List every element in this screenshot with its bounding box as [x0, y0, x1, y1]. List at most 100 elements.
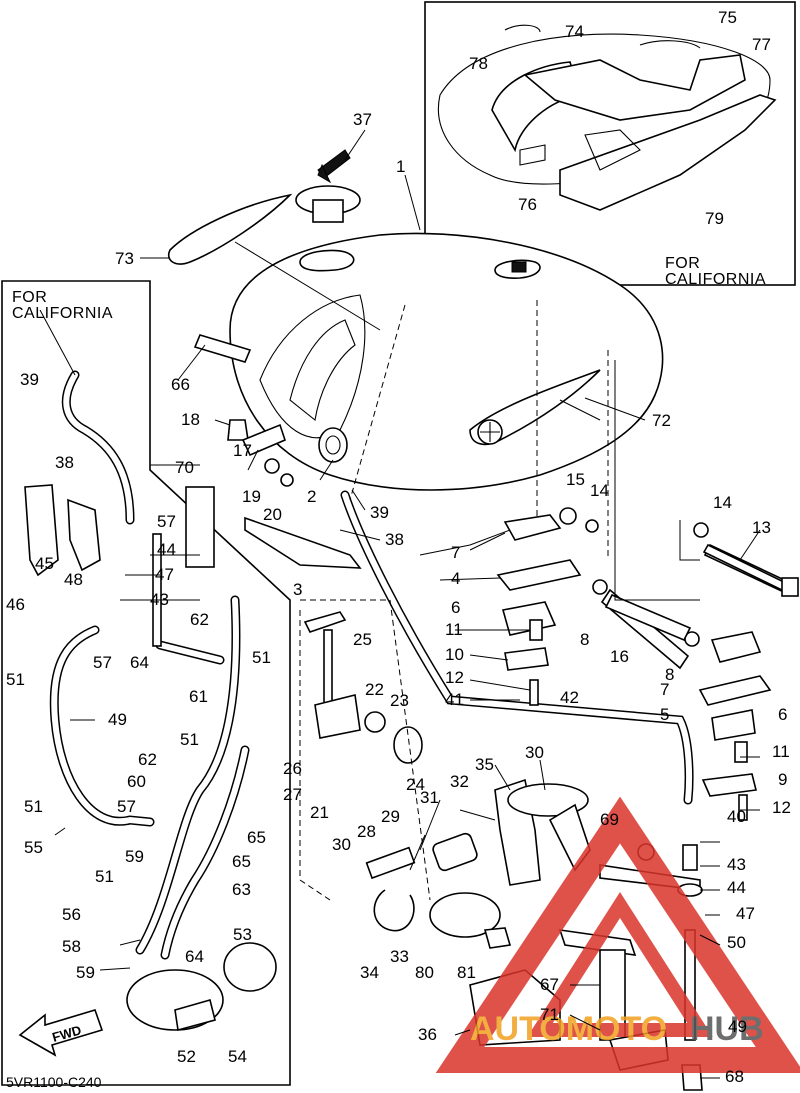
callout-30: 30 [332, 835, 351, 854]
callout-51: 51 [180, 730, 199, 749]
callout-17: 17 [233, 441, 252, 460]
callout-55: 55 [24, 838, 43, 857]
callout-16: 16 [610, 647, 629, 666]
callout-50: 50 [727, 933, 746, 952]
callout-75: 75 [718, 8, 737, 27]
callout-14: 14 [590, 481, 609, 500]
caption-line1: FOR [665, 255, 700, 272]
callout-14: 14 [713, 493, 732, 512]
gauge-ring [318, 427, 348, 463]
callout-13: 13 [752, 518, 771, 537]
callout-46: 46 [6, 595, 25, 614]
callout-44: 44 [727, 878, 746, 897]
callout-58: 58 [62, 937, 81, 956]
callout-47: 47 [155, 565, 174, 584]
callout-37: 37 [353, 110, 372, 129]
callout-65: 65 [232, 852, 251, 871]
callout-67: 67 [540, 975, 559, 994]
callout-15: 15 [566, 470, 585, 489]
california-inset-left: FOR CALIFORNIA [1, 280, 291, 1086]
callout-3: 3 [293, 580, 302, 599]
callout-35: 35 [475, 755, 494, 774]
callout-27: 27 [283, 785, 302, 804]
callout-80: 80 [415, 963, 434, 982]
overflow-hose-38 [340, 490, 694, 805]
callout-21: 21 [310, 803, 329, 822]
callout-72: 72 [652, 411, 671, 430]
callout-38: 38 [55, 453, 74, 472]
callout-31: 31 [420, 788, 439, 807]
callout-8: 8 [580, 630, 589, 649]
tank-emblem [469, 369, 601, 446]
callout-6: 6 [451, 598, 460, 617]
callout-8: 8 [665, 665, 674, 684]
callout-11: 11 [445, 620, 463, 639]
callout-20: 20 [263, 505, 282, 524]
callout-22: 22 [365, 680, 384, 699]
callout-45: 45 [35, 554, 54, 573]
callout-52: 52 [177, 1047, 196, 1066]
callout-labels: 1 2 3 4 5 6 6 7 7 8 8 9 10 11 11 12 12 1… [6, 8, 791, 1086]
rear-mount-brackets [600, 522, 797, 821]
callout-51: 51 [252, 648, 271, 667]
callout-65: 65 [247, 828, 266, 847]
caption-line1: FOR [12, 289, 47, 306]
callout-18: 18 [181, 410, 200, 429]
callout-38: 38 [385, 530, 404, 549]
callout-60: 60 [127, 772, 146, 791]
callout-77: 77 [752, 35, 771, 54]
callout-43: 43 [150, 590, 169, 609]
forward-arrow: FWD [18, 1009, 104, 1057]
tank-pad [168, 193, 293, 265]
callout-66: 66 [171, 375, 190, 394]
callout-40: 40 [727, 807, 746, 826]
callout-62: 62 [138, 750, 157, 769]
callout-30: 30 [525, 743, 544, 762]
callout-23: 23 [390, 691, 409, 710]
callout-63: 63 [232, 880, 251, 899]
callout-32: 32 [450, 772, 469, 791]
callout-12: 12 [445, 668, 464, 687]
callout-44: 44 [157, 540, 176, 559]
callout-10: 10 [445, 645, 464, 664]
callout-48: 48 [64, 570, 83, 589]
watermark-logo: AUTOMOTO HUB [435, 796, 800, 1073]
callout-76: 76 [518, 195, 537, 214]
callout-57: 57 [157, 512, 176, 531]
callout-26: 26 [283, 759, 302, 778]
callout-39: 39 [20, 370, 39, 389]
callout-24: 24 [406, 775, 425, 794]
leader-lines [39, 129, 761, 1079]
callout-6: 6 [778, 705, 787, 724]
callout-7: 7 [660, 680, 669, 699]
callout-68: 68 [725, 1067, 744, 1086]
callout-7: 7 [451, 543, 460, 562]
front-mount-brackets [496, 507, 608, 706]
california-hoses [24, 370, 277, 1032]
callout-57: 57 [93, 653, 112, 672]
mount-bolt-and-collar [604, 543, 799, 642]
callout-49: 49 [108, 710, 127, 729]
callout-39: 39 [370, 503, 389, 522]
callout-54: 54 [228, 1047, 247, 1066]
fuel-cock [303, 611, 423, 764]
callout-4: 4 [451, 569, 460, 588]
heat-shield [244, 516, 362, 569]
callout-5: 5 [660, 705, 669, 724]
diagram-code: 5VR1100-C240 [6, 1074, 102, 1090]
callout-69: 69 [600, 810, 619, 829]
callout-59: 59 [76, 963, 95, 982]
callout-57: 57 [117, 797, 136, 816]
callout-28: 28 [357, 822, 376, 841]
callout-19: 19 [242, 487, 261, 506]
callout-34: 34 [360, 963, 379, 982]
rubber-dampers [227, 419, 294, 487]
callout-53: 53 [233, 925, 252, 944]
callout-11: 11 [772, 742, 790, 761]
fuel-tank [229, 232, 664, 491]
callout-41: 41 [445, 690, 464, 709]
callout-59: 59 [125, 847, 144, 866]
callout-49: 49 [728, 1017, 747, 1036]
watermark-text-part1: AUTOMOTO [470, 1010, 667, 1048]
callout-81: 81 [457, 963, 476, 982]
